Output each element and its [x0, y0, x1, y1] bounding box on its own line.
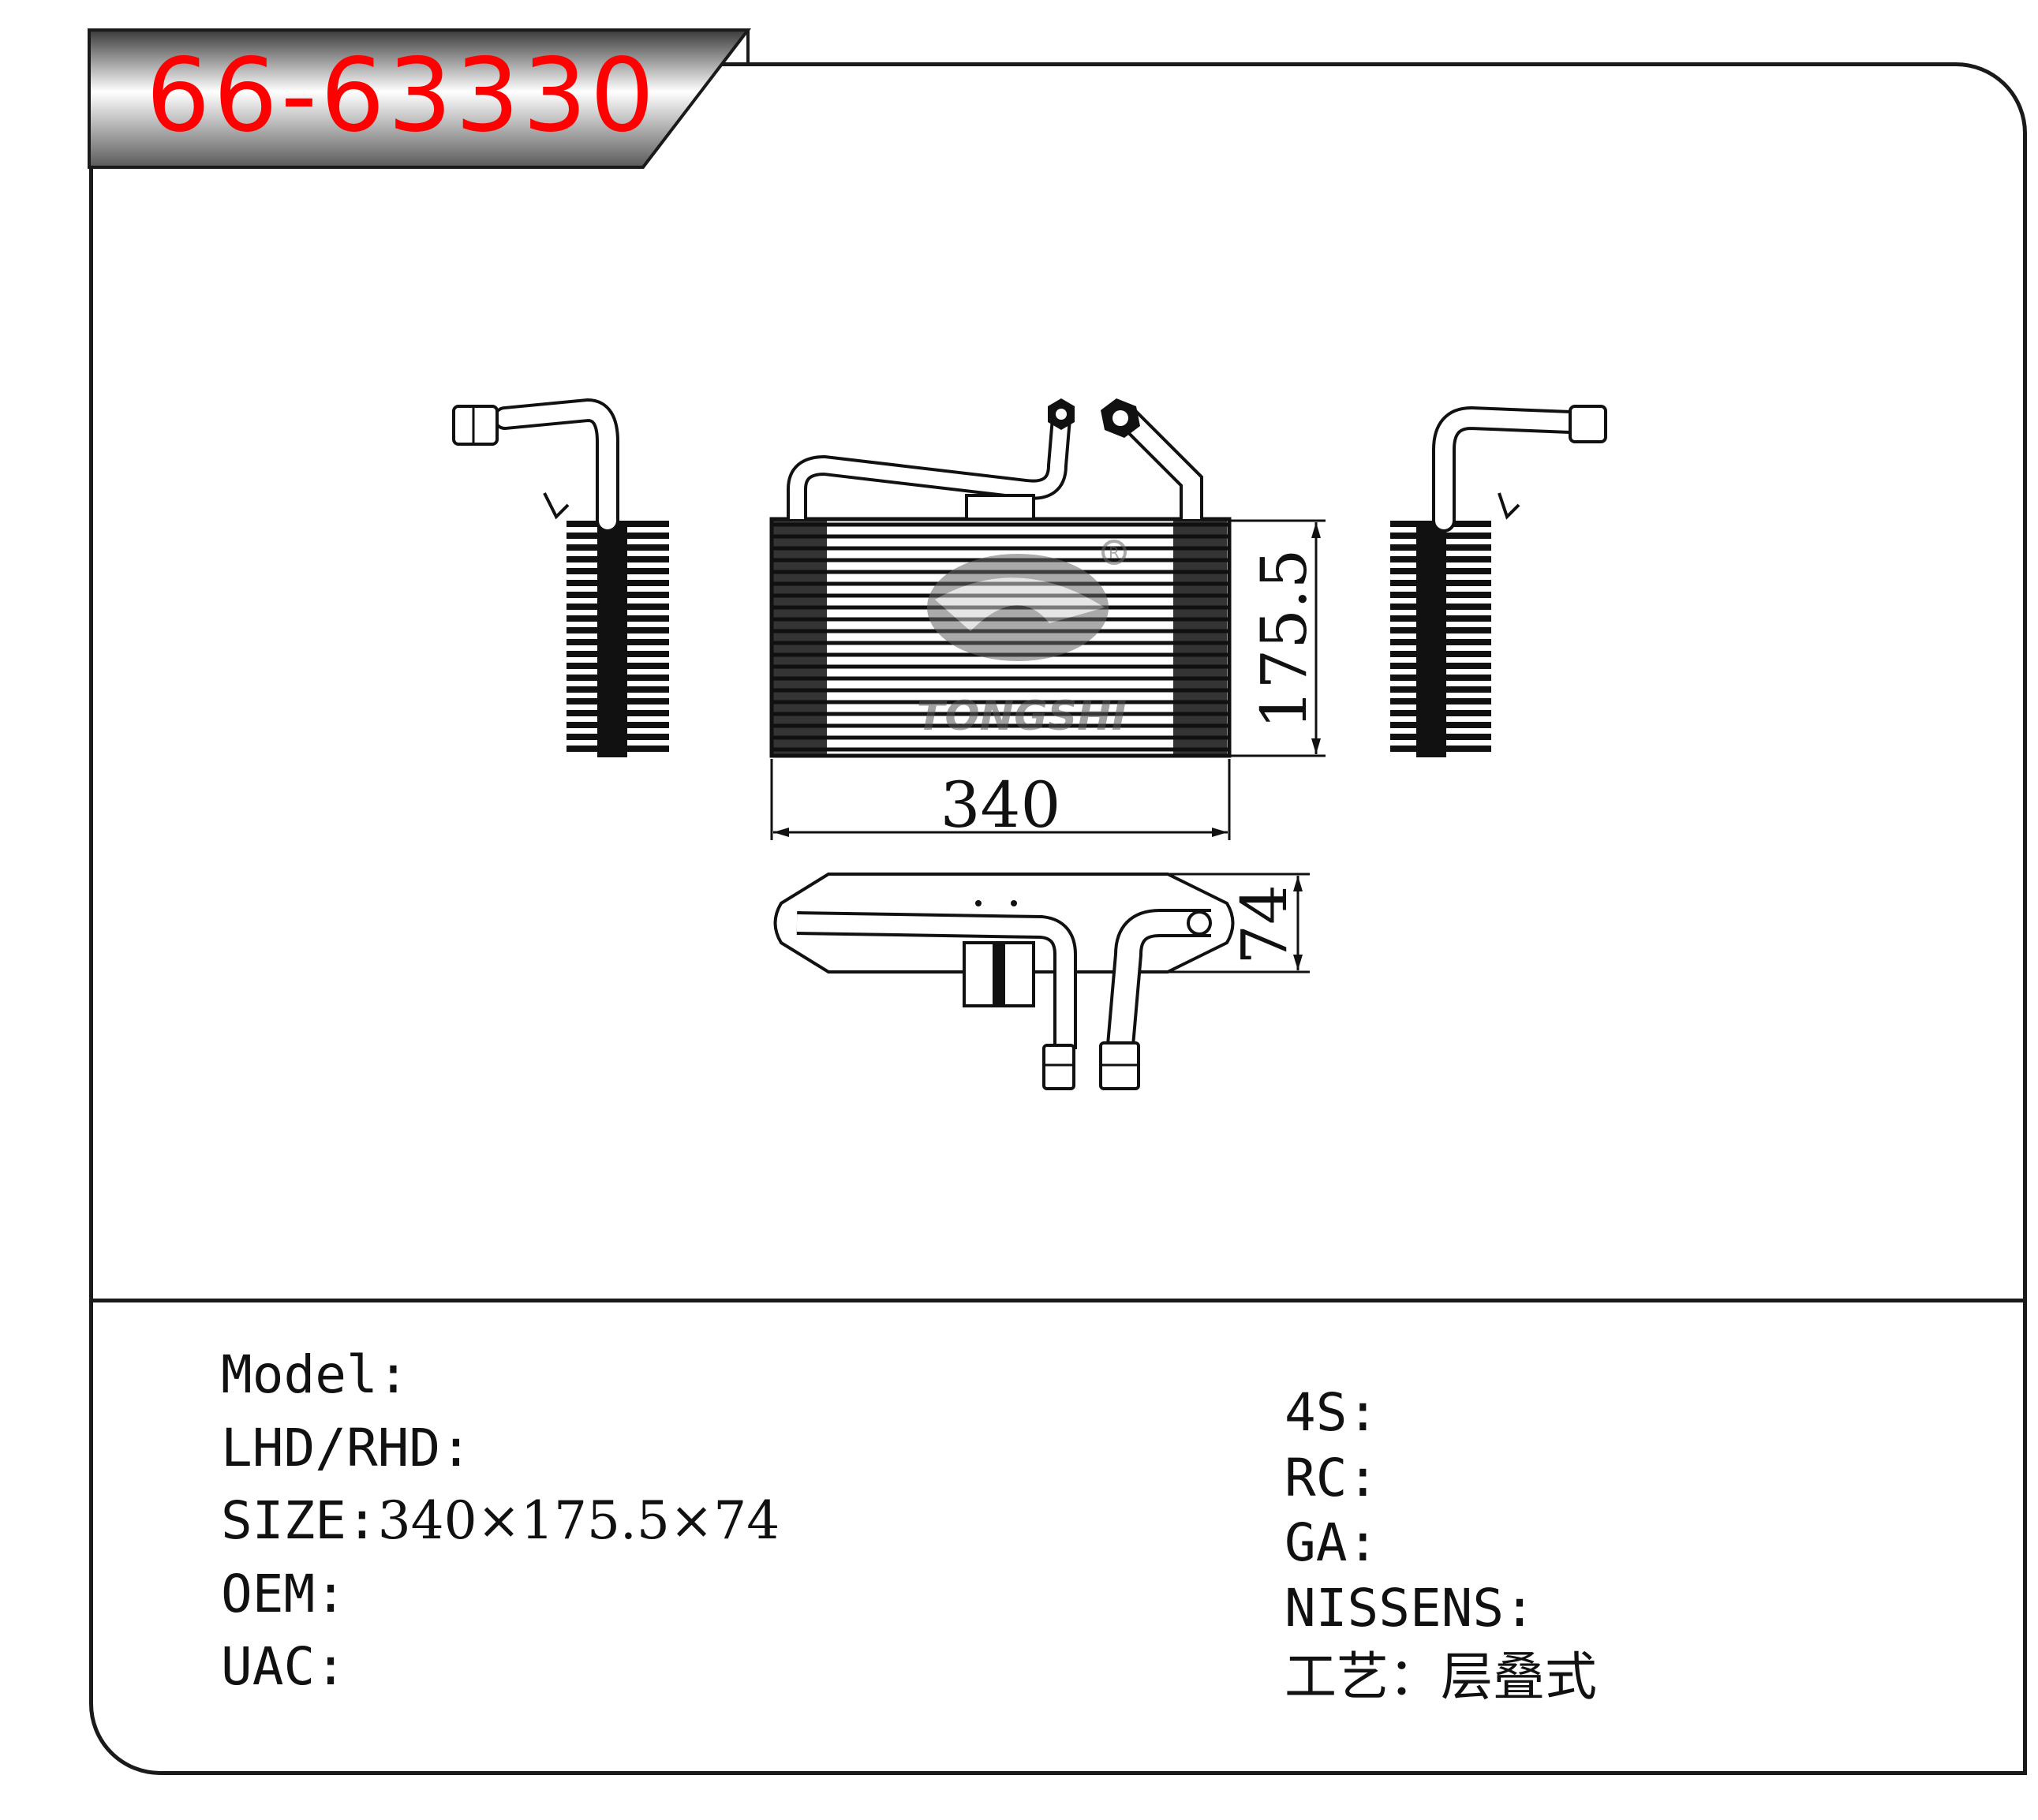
depth-dimension: 74 — [1168, 873, 1310, 974]
spec-size: SIZE:340×175.5×74 — [221, 1490, 780, 1551]
spec-rc: RC: — [1285, 1448, 1379, 1508]
spec-process: 工艺：层叠式 — [1285, 1646, 1597, 1707]
height-dimension: 175.5 — [1231, 519, 1326, 757]
drawing-frame — [89, 62, 2027, 1775]
left-fitting — [452, 405, 499, 446]
spec-oem: OEM: — [221, 1564, 346, 1624]
left-core-block — [597, 521, 627, 757]
spec-nissens: NISSENS: — [1285, 1578, 1535, 1639]
width-dimension: 340 — [770, 759, 1231, 842]
spec-ga: GA: — [1285, 1512, 1379, 1573]
part-number: 66-63330 — [146, 37, 658, 155]
front-view: R TONGSHI — [769, 398, 1232, 758]
top-view — [773, 873, 1235, 1090]
right-fitting — [1569, 405, 1607, 443]
right-side-view — [1390, 405, 1607, 757]
spec-uac: UAC: — [221, 1636, 346, 1697]
registered-mark: R — [1109, 544, 1120, 562]
width-dim-label: 340 — [940, 768, 1061, 842]
tongshi-logo: R TONGSHI — [917, 540, 1127, 740]
left-side-view — [452, 398, 669, 757]
title-tab — [88, 28, 752, 169]
spec-model: Model: — [221, 1344, 409, 1405]
watermark-text: TONGSHI — [917, 693, 1127, 740]
spec-4s: 4S: — [1285, 1382, 1379, 1443]
section-divider — [89, 1299, 2027, 1302]
height-dim-label: 175.5 — [1247, 548, 1321, 729]
depth-dim-label: 74 — [1228, 884, 1301, 965]
spec-lhd-rhd: LHD/RHD: — [221, 1418, 472, 1478]
right-core-block — [1416, 521, 1446, 757]
